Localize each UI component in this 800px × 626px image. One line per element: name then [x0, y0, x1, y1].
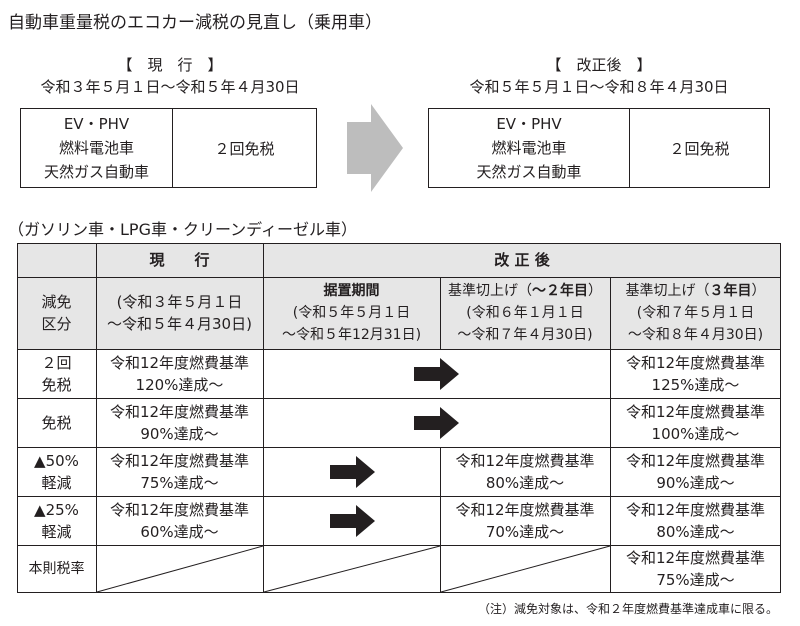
row4-year2: 令和12年度燃費基準 70%達成〜 [455, 500, 595, 541]
revised-vehicles: EV・PHV 燃料電池車 天然ガス自動車 [429, 109, 630, 187]
page-title: 自動車重量税のエコカー減税の見直し（乗用車） [8, 13, 382, 33]
arrow-right-icon [414, 407, 459, 439]
header-current-period: (令和３年５月１日 〜令和５年４月30日) [96, 277, 263, 349]
deferment-title: 据置期間 [323, 283, 380, 299]
year2-period-end: 〜令和７年４月30日) [457, 327, 593, 343]
header-col-year2: 基準切上げ（〜２年目） (令和６年１月１日 〜令和７年４月30日) [440, 277, 610, 349]
current-period-end: 〜令和５年４月30日) [107, 315, 252, 333]
vehicle-fcv: 燃料電池車 [58, 139, 134, 157]
year2-title: 基準切上げ（〜２年目） [448, 283, 602, 299]
row2-current: 令和12年度燃費基準 90%達成〜 [109, 402, 250, 443]
revised-treatment: ２回免税 [669, 139, 730, 158]
year2-period-start: (令和６年１月１日 [466, 305, 584, 321]
slash-current [96, 545, 264, 593]
current-box: EV・PHV 燃料電池車 天然ガス自動車 ２回免税 [20, 108, 317, 188]
header-revised: 改 正 後 [263, 243, 781, 277]
vehicle-ev: EV・PHV [496, 115, 562, 133]
row1-current: 令和12年度燃費基準 120%達成〜 [109, 353, 250, 394]
row2-year3: 令和12年度燃費基準 100%達成〜 [625, 402, 766, 443]
row-label-50pct: ▲50% 軽減 [34, 451, 79, 492]
arrow-right-icon [330, 505, 375, 537]
row-label-exempt: 免税 [41, 413, 72, 432]
vehicle-ngv: 天然ガス自動車 [476, 163, 582, 181]
year3-title: 基準切上げ（３年目） [625, 283, 766, 299]
section-label: （ガソリン車・LPG車・クリーンディーゼル車） [8, 220, 358, 239]
vehicle-ngv: 天然ガス自動車 [43, 163, 149, 181]
row4-current: 令和12年度燃費基準 60%達成〜 [109, 500, 250, 541]
current-treatment: ２回免税 [214, 139, 275, 158]
header-blank [17, 243, 96, 277]
current-vehicles: EV・PHV 燃料電池車 天然ガス自動車 [21, 109, 173, 187]
header-category-line2: 区分 [41, 315, 72, 333]
arrow-right-icon [330, 456, 375, 488]
arrow-right-icon [414, 358, 459, 390]
footnote: （注）減免対象は、令和２年度燃費基準達成車に限る。 [477, 602, 778, 616]
header-category-line1: 減免 [41, 293, 72, 311]
current-heading: 【 現 行 】 [117, 56, 223, 74]
row-label-base-rate: 本則税率 [28, 561, 85, 577]
header-col-deferment: 据置期間 (令和５年５月１日 〜令和５年12月31日) [263, 277, 440, 349]
row3-current: 令和12年度燃費基準 75%達成〜 [109, 451, 250, 492]
vehicle-ev: EV・PHV [63, 115, 130, 133]
row5-year3: 令和12年度燃費基準 75%達成〜 [625, 549, 766, 589]
year3-period-end: 〜令和８年４月30日) [627, 327, 764, 343]
arrow-right-icon [347, 104, 403, 192]
deferment-period-start: (令和５年５月１日 [292, 305, 411, 321]
slash-deferment [263, 545, 441, 593]
header-category: 減免 区分 [17, 277, 96, 349]
slash-year2 [440, 545, 611, 593]
vehicle-fcv: 燃料電池車 [491, 139, 567, 157]
current-period: 令和３年５月１日〜令和５年４月30日 [40, 78, 300, 96]
current-period-start: (令和３年５月１日 [116, 293, 243, 311]
deferment-period-end: 〜令和５年12月31日) [281, 327, 422, 343]
header-col-year3: 基準切上げ（３年目） (令和７年５月１日 〜令和８年４月30日) [610, 277, 781, 349]
header-current: 現 行 [96, 243, 263, 277]
table-lines [17, 243, 781, 593]
revised-period: 令和５年５月１日〜令和８年４月30日 [469, 78, 729, 96]
row-label-25pct: ▲25% 軽減 [34, 500, 79, 541]
row3-year3: 令和12年度燃費基準 90%達成〜 [625, 451, 766, 492]
row1-year3: 令和12年度燃費基準 125%達成〜 [625, 353, 766, 394]
row4-year3: 令和12年度燃費基準 80%達成〜 [625, 500, 766, 541]
year3-period-start: (令和７年５月１日 [636, 305, 755, 321]
row3-year2: 令和12年度燃費基準 80%達成〜 [455, 451, 595, 492]
row-label-double-exempt: ２回 免税 [41, 353, 72, 394]
revised-box: EV・PHV 燃料電池車 天然ガス自動車 ２回免税 [428, 108, 770, 188]
revised-heading: 【 改正後 】 [546, 56, 652, 74]
tax-table: 現 行 改 正 後 減免 区分 (令和３年５月１日 〜令和５年４月30日) 据置… [17, 243, 781, 593]
